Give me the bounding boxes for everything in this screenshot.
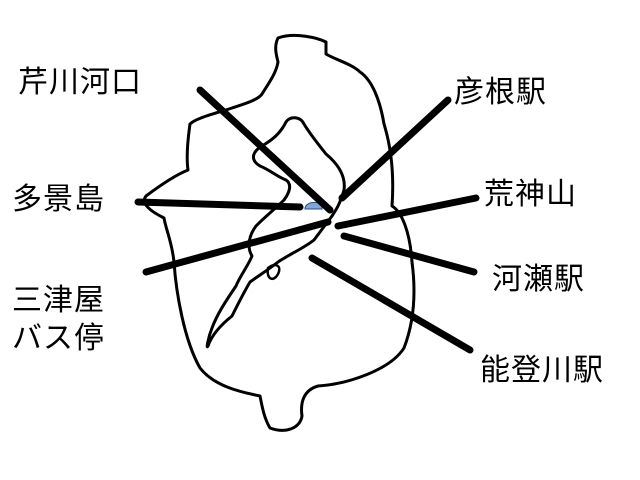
label-kawase-eki: 河瀬駅	[492, 262, 585, 297]
lake-outline	[205, 116, 346, 349]
label-aragami-yama: 荒神山	[484, 177, 577, 212]
viewpoint-marker-icon	[304, 201, 323, 210]
label-mitsuya-line1: 三津屋	[12, 283, 105, 318]
label-hikone-eki: 彦根駅	[454, 75, 547, 110]
label-notogawa-eki: 能登川駅	[480, 353, 604, 388]
label-mitsuya-line2: バス停	[12, 321, 105, 356]
label-mitsuya-bus-stop: 三津屋 バス停	[12, 282, 105, 358]
label-serikawa-kakou: 芹川河口	[18, 65, 142, 100]
sight-lines	[134, 86, 480, 354]
label-takei-jima: 多景島	[12, 182, 105, 217]
lake-island	[266, 263, 281, 281]
